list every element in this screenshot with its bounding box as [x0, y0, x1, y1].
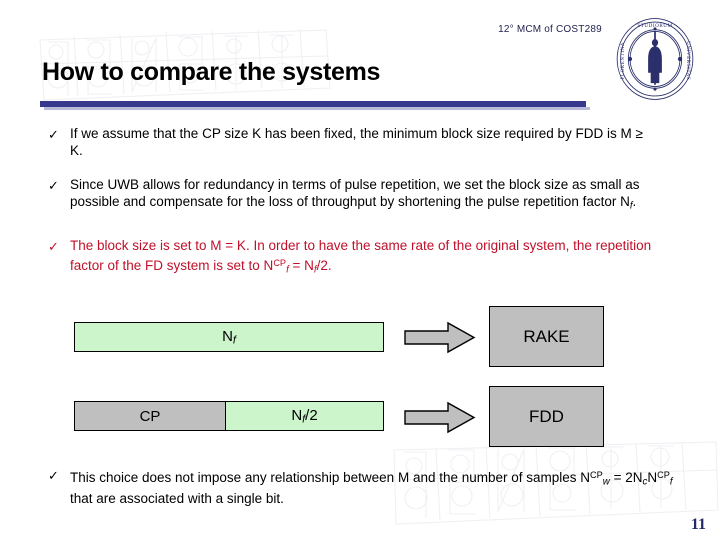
seal-text-top: STUDIORUM: [637, 23, 672, 29]
seal-text-left: FLORENTINA: [620, 42, 626, 80]
bullet-item-1: ✓ If we assume that the CP size K has be…: [44, 126, 644, 159]
page-title: How to compare the systems: [42, 58, 381, 86]
bullet-text-4: This choice does not impose any relation…: [70, 469, 673, 506]
diagram-block-rake: RAKE: [489, 306, 604, 367]
bullet-text-1: If we assume that the CP size K has been…: [70, 126, 643, 158]
diagram-bar-nf2: Nf/2: [225, 401, 384, 431]
diagram-bar-nf2-label: Nf/2: [291, 406, 318, 426]
conference-label: 12° MCM of COST289: [498, 24, 602, 35]
diagram-block-fdd-label: FDD: [529, 406, 564, 426]
arrow-right-icon-1: [404, 321, 476, 354]
bullet-item-2: ✓ Since UWB allows for redundancy in ter…: [44, 177, 654, 214]
bullet-text-2: Since UWB allows for redundancy in terms…: [70, 177, 640, 211]
checkmark-icon: ✓: [48, 178, 59, 193]
diagram-bar-cp: CP: [74, 401, 226, 431]
title-rule: [40, 101, 586, 107]
bullet-item-3: ✓ The block size is set to M = K. In ord…: [44, 238, 654, 278]
title-rule-shadow: [44, 107, 590, 110]
diagram-bar-nf-label: Nf: [222, 327, 236, 347]
diagram-bar-cp-label: CP: [139, 407, 161, 425]
checkmark-icon: ✓: [48, 239, 59, 254]
university-seal-logo: STUDIORUM STUDIORUM FLORENTINA UNIVERSIT…: [612, 16, 694, 100]
bullet-item-4: ✓ This choice does not impose any relati…: [44, 467, 694, 507]
seal-outer-text: STUDIORUM: [612, 16, 647, 18]
page-number: 11: [690, 516, 706, 533]
checkmark-icon: ✓: [48, 468, 59, 483]
checkmark-icon: ✓: [48, 127, 59, 142]
seal-text-right: UNIVERSITAS: [685, 41, 691, 80]
bullet-text-3: The block size is set to M = K. In order…: [70, 238, 652, 275]
diagram-block-fdd: FDD: [489, 386, 604, 447]
arrow-right-icon-2: [404, 401, 476, 434]
diagram-block-rake-label: RAKE: [523, 326, 570, 346]
diagram-bar-nf: Nf: [74, 322, 384, 352]
